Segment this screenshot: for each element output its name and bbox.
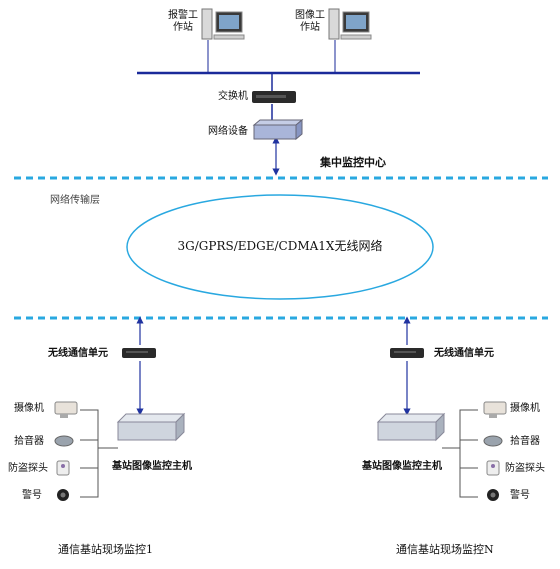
right-camera-label: 摄像机	[510, 403, 540, 414]
right-camera-icon	[483, 401, 507, 418]
left-site-caption: 通信基站现场监控1	[58, 543, 153, 556]
monitoring-center-title: 集中监控中心	[320, 156, 386, 169]
left-siren-label: 警号	[22, 490, 42, 501]
alarm-station-label: 报警工 作站	[168, 10, 198, 33]
left-intrusion-sensor-label: 防盗探头	[8, 463, 48, 474]
left-wireless-unit-label: 无线通信单元	[48, 348, 108, 359]
left-intrusion-sensor-icon	[56, 460, 70, 476]
switch-label: 交换机	[218, 91, 248, 102]
wireless-network-label: 3G/GPRS/EDGE/CDMA1X无线网络	[177, 239, 383, 253]
wireless-network-ellipse	[126, 194, 434, 300]
right-wireless-unit-icon	[390, 348, 424, 358]
image-station-label: 图像工 作站	[295, 10, 325, 33]
left-microphone-icon	[54, 435, 74, 447]
right-microphone-label: 拾音器	[510, 436, 540, 447]
left-host-label: 基站图像监控主机	[112, 461, 192, 472]
right-intrusion-sensor-label: 防盗探头	[505, 463, 545, 474]
left-wireless-unit-icon	[122, 348, 156, 358]
image-workstation-icon	[328, 8, 372, 40]
right-siren-label: 警号	[510, 490, 530, 501]
switch-icon	[252, 91, 296, 103]
left-camera-icon	[54, 401, 78, 418]
right-site-caption: 通信基站现场监控N	[396, 543, 494, 556]
right-host-icon	[376, 412, 446, 442]
network-device-icon	[252, 118, 304, 141]
transport-layer-label: 网络传输层	[50, 195, 100, 206]
right-siren-icon	[487, 489, 499, 501]
left-siren-icon	[57, 489, 69, 501]
right-host-label: 基站图像监控主机	[362, 461, 442, 472]
right-wireless-unit-label: 无线通信单元	[434, 348, 494, 359]
right-intrusion-sensor-icon	[486, 460, 500, 476]
right-microphone-icon	[483, 435, 503, 447]
alarm-workstation-icon	[201, 8, 245, 40]
left-microphone-label: 拾音器	[14, 436, 44, 447]
left-device-bracket	[80, 409, 99, 498]
left-camera-label: 摄像机	[14, 403, 44, 414]
network-device-label: 网络设备	[208, 126, 248, 137]
left-host-icon	[116, 412, 186, 442]
right-device-bracket	[459, 409, 478, 498]
